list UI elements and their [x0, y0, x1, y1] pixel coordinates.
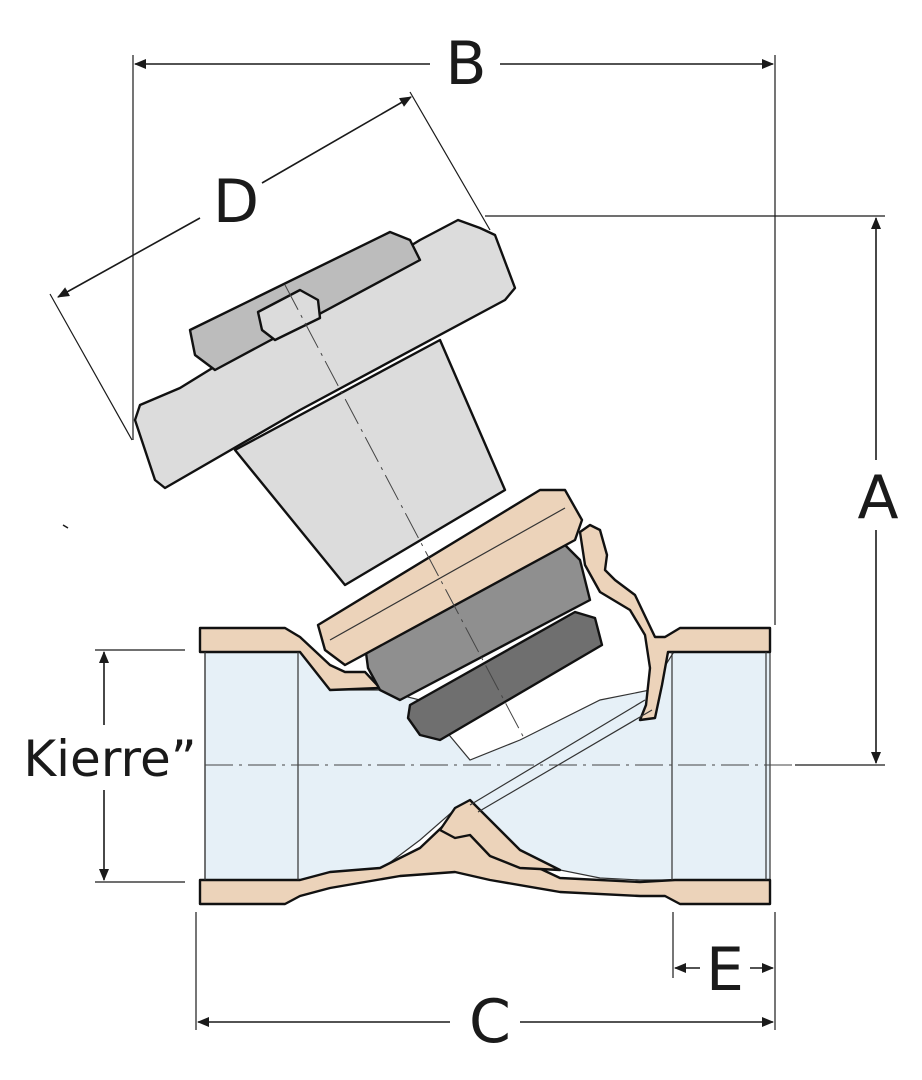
- handwheel: [133, 218, 517, 490]
- dimension-a: A: [485, 215, 899, 766]
- bonnet-nut-edge: [329, 507, 566, 641]
- right-wall-top: [578, 523, 772, 722]
- left-wall-top: [198, 626, 382, 692]
- dimension-b: B: [132, 29, 776, 625]
- dimension-b-label: B: [445, 29, 486, 99]
- dimension-e: E: [672, 912, 774, 1005]
- bonnet-nut: [316, 488, 584, 667]
- flow-channel-line-2: [477, 709, 653, 813]
- dimension-c-label: C: [469, 987, 511, 1057]
- dimension-thread-label: Kierre”: [23, 730, 196, 788]
- valve-disc: [406, 610, 604, 742]
- dimension-d: D: [49, 91, 491, 441]
- left-wall-bottom: [198, 808, 772, 906]
- seat-ridge: [438, 798, 562, 872]
- dimension-c: C: [195, 912, 776, 1057]
- dimension-a-label: A: [857, 463, 898, 533]
- bonnet-assembly: [133, 218, 604, 742]
- flow-channel-line: [469, 699, 646, 806]
- handwheel-stem: [233, 338, 507, 587]
- handwheel-hub-slot: [256, 288, 322, 342]
- dimension-d-label: D: [213, 167, 259, 237]
- dimension-thread: Kierre”: [23, 649, 197, 883]
- dimension-e-label: E: [706, 935, 744, 1005]
- stray-mark: [62, 524, 69, 529]
